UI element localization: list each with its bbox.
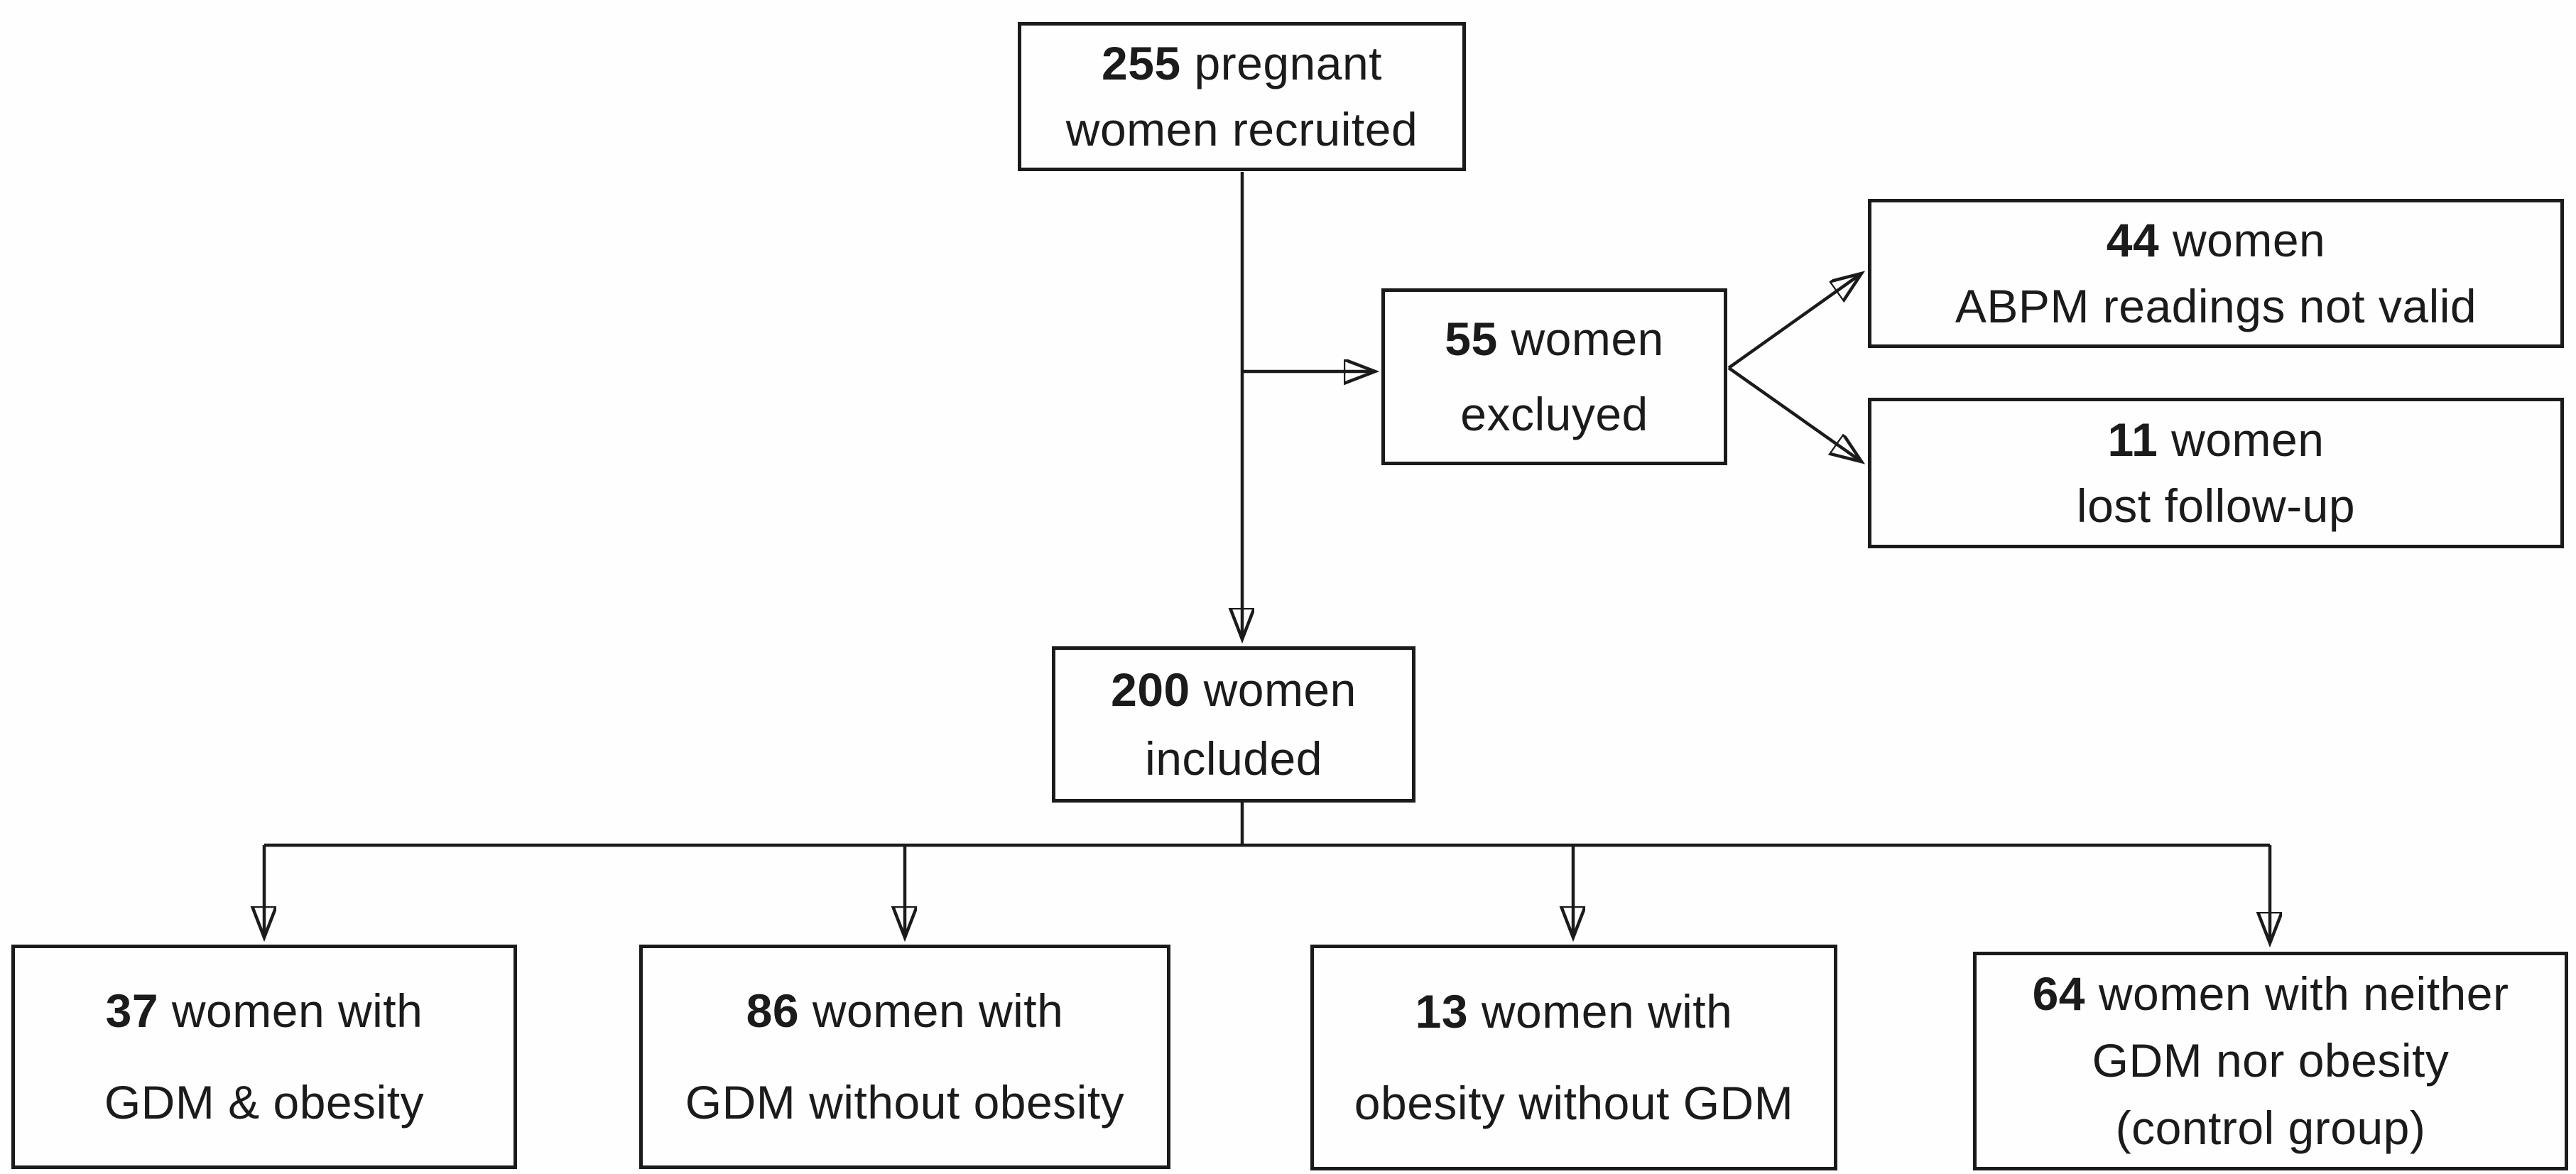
box-control-group: 64 women with neither GDM nor obesity (c…: [1973, 952, 2568, 1170]
box-gdm-without-obesity: 86 women with GDM without obesity: [639, 945, 1170, 1169]
count-label: women: [2158, 413, 2325, 466]
count-value: 11: [2107, 413, 2158, 466]
box-text-line: excluyed: [1460, 386, 1648, 442]
box-text-line: GDM nor obesity: [2092, 1033, 2450, 1089]
count-label: women with: [1468, 984, 1733, 1038]
count-label: women with: [799, 984, 1064, 1038]
count-value: 255: [1101, 36, 1181, 89]
box-text-line: 64 women with neither: [2033, 966, 2509, 1022]
count-label: women with: [158, 984, 423, 1038]
box-recruited: 255 pregnant women recruited: [1018, 22, 1466, 171]
box-text-line: 44 women: [2107, 212, 2326, 268]
box-text-line: 86 women with: [746, 983, 1064, 1039]
box-obesity-without-gdm: 13 women with obesity without GDM: [1310, 945, 1837, 1170]
box-text-line: 255 pregnant: [1102, 36, 1382, 92]
box-text-line: 200 women: [1111, 662, 1357, 718]
box-text: women recruited: [1065, 102, 1418, 156]
box-text-line: 13 women with: [1415, 984, 1733, 1040]
count-value: 86: [746, 984, 800, 1038]
box-text-line: GDM without obesity: [685, 1075, 1124, 1131]
box-text-line: 55 women: [1445, 311, 1664, 367]
box-text: GDM without obesity: [685, 1075, 1125, 1129]
box-text: GDM & obesity: [104, 1075, 425, 1129]
box-text: excluyed: [1460, 387, 1648, 440]
count-value: 37: [105, 984, 159, 1038]
count-value: 200: [1111, 663, 1190, 717]
count-value: 64: [2032, 967, 2085, 1021]
box-text-line: GDM & obesity: [104, 1075, 424, 1131]
box-text: included: [1145, 732, 1322, 785]
box-text: obesity without GDM: [1354, 1076, 1794, 1129]
box-gdm-and-obesity: 37 women with GDM & obesity: [11, 945, 517, 1169]
count-label: women: [1190, 663, 1357, 717]
count-label: women: [1497, 312, 1664, 365]
box-text-line: obesity without GDM: [1354, 1075, 1793, 1131]
box-text: (control group): [2115, 1101, 2426, 1154]
count-label: women with neither: [2085, 967, 2509, 1021]
box-text: GDM nor obesity: [2092, 1034, 2450, 1087]
box-included: 200 women included: [1052, 646, 1415, 803]
count-value: 44: [2106, 213, 2160, 266]
count-label: pregnant: [1180, 36, 1382, 89]
connector-excluded-to-abpm: [1727, 273, 1862, 369]
box-text-line: ABPM readings not valid: [1955, 278, 2477, 335]
box-text-line: 11 women: [2108, 412, 2325, 468]
connector-excluded-to-lost: [1727, 366, 1862, 462]
box-abpm-not-valid: 44 women ABPM readings not valid: [1868, 199, 2564, 348]
box-excluded: 55 women excluyed: [1381, 288, 1727, 465]
box-text: lost follow-up: [2076, 479, 2356, 533]
box-lost-followup: 11 women lost follow-up: [1868, 398, 2564, 548]
box-text-line: 37 women with: [106, 983, 423, 1039]
count-value: 13: [1415, 984, 1469, 1038]
box-text: ABPM readings not valid: [1955, 279, 2477, 332]
box-text-line: women recruited: [1066, 102, 1418, 158]
box-text-line: included: [1145, 731, 1322, 787]
box-text-line: lost follow-up: [2077, 478, 2355, 534]
box-text-line: (control group): [2116, 1100, 2426, 1156]
count-label: women: [2159, 213, 2326, 266]
count-value: 55: [1445, 312, 1498, 365]
